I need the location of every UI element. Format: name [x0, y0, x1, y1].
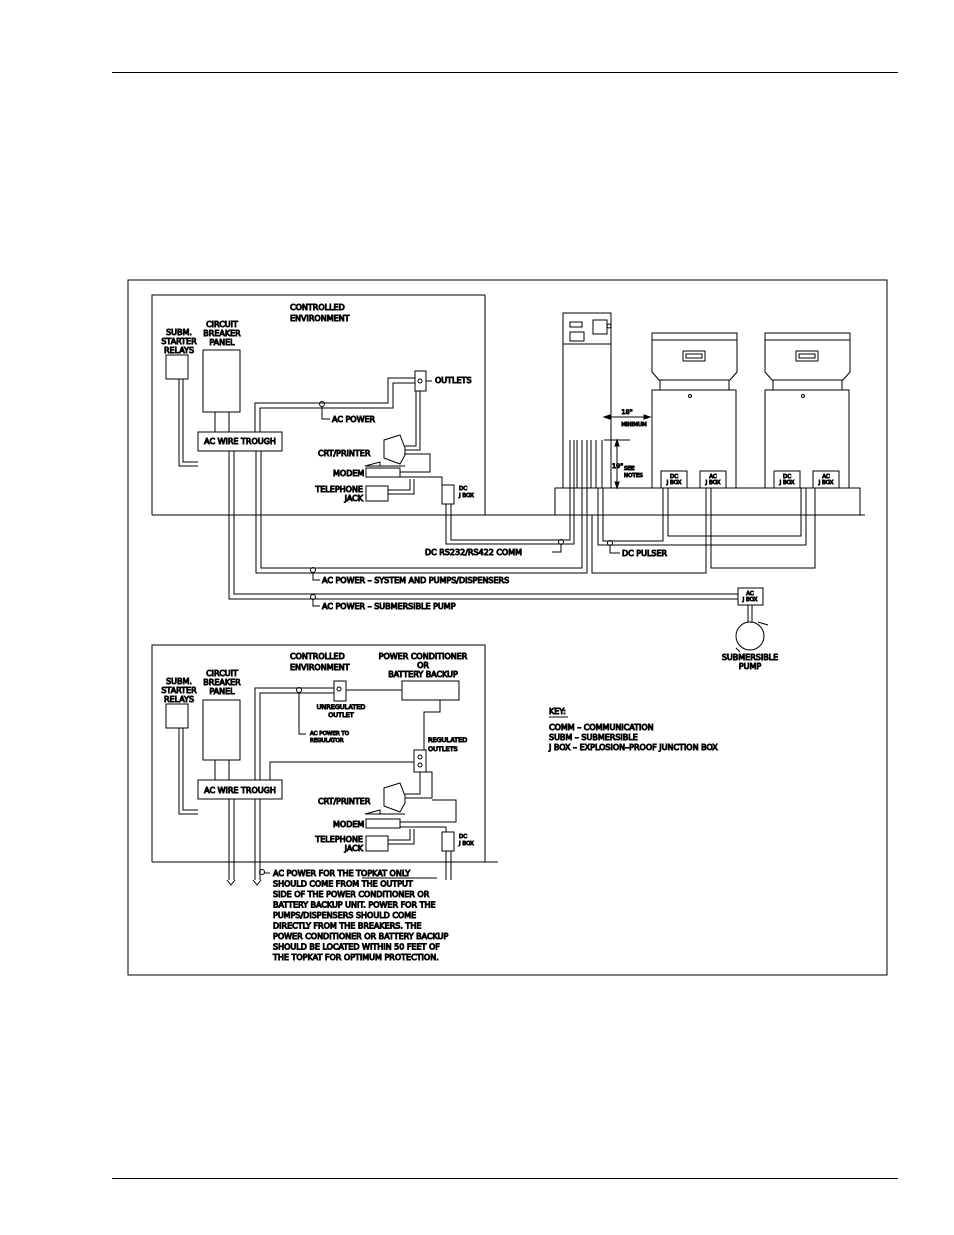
subm-starter-relays-box	[165, 354, 189, 380]
regulated-outlets-box	[413, 749, 427, 773]
key-items-line: SUBM – SUBMERSIBLE	[549, 733, 638, 742]
key-title: KEY:	[549, 707, 566, 716]
ac-wire-trough-box	[197, 431, 283, 452]
topkat-note-line: SHOULD BE LOCATED WITHIN 50 FEET OF	[273, 943, 440, 952]
ac-wire-trough-box-bottom	[197, 779, 283, 800]
unregulated-outlet-box	[333, 680, 347, 702]
ac-wire-trough-label: AC WIRE TROUGH	[204, 437, 276, 446]
topkat-note-line: SHOULD COME FROM THE OUTPUT	[273, 880, 413, 889]
power-conditioner-box	[401, 680, 460, 701]
modem-box	[365, 467, 401, 478]
dc-rs232-label: DC RS232/RS422 COMM	[425, 548, 522, 557]
crt-printer-icon-bottom	[383, 782, 406, 813]
dispenser-2	[764, 332, 851, 489]
topkat-note-line: PUMPS/DISPENSERS SHOULD COME	[273, 911, 416, 920]
svg-text:DCJ BOX: DCJ BOX	[666, 474, 682, 486]
dispenser-jbox-4	[812, 470, 840, 489]
dispenser-jbox-2	[699, 470, 727, 489]
dim-18-label: 18"	[621, 408, 632, 416]
ac-power-label: AC POWER	[332, 415, 376, 424]
topkat-note-line: THE TOPKAT FOR OPTIMUM PROTECTION.	[272, 953, 439, 962]
topkat-note-line: DIRECTLY FROM THE BREAKERS. THE	[273, 922, 421, 931]
modem-label: MODEM	[333, 469, 364, 478]
dispenser-jbox-1	[660, 470, 688, 489]
figure-frame	[127, 279, 888, 976]
circuit-breaker-panel-box	[202, 349, 241, 413]
header-rule	[112, 72, 898, 73]
svg-text:ACJ BOX: ACJ BOX	[705, 474, 721, 486]
crt-printer-label-bottom: CRT/PRINTER	[318, 797, 371, 806]
ac-power-sub-label: AC POWER – SUBMERSIBLE PUMP	[322, 602, 456, 611]
ac-jbox-box	[737, 587, 764, 606]
crt-printer-label: CRT/PRINTER	[318, 449, 371, 458]
dc-pulser-label: DC PULSER	[622, 549, 668, 558]
dispenser-jbox-3	[773, 470, 801, 489]
outlets-box	[414, 370, 427, 392]
telephone-jack-box	[365, 485, 389, 502]
svg-text:DCJ BOX: DCJ BOX	[779, 474, 795, 486]
dc-jbox-box	[441, 484, 455, 505]
controlled-environment-box-bottom	[151, 644, 486, 862]
dispenser-1	[651, 332, 738, 489]
dim-19-label: 19"	[612, 462, 623, 470]
submersible-pump-icon	[735, 621, 765, 651]
topkat-note-line: BATTERY BACKUP UNIT. POWER FOR THE	[273, 901, 436, 910]
crt-printer-icon	[383, 434, 406, 465]
key-items-line: COMM – COMMUNICATION	[549, 723, 654, 732]
topkat-note-line: SIDE OF THE POWER CONDITIONER OR	[273, 890, 430, 899]
topkat-note-line: POWER CONDITIONER OR BATTERY BACKUP	[273, 932, 448, 941]
ac-wire-trough-label-bottom: AC WIRE TROUGH	[204, 786, 276, 795]
minimum-label: MINIMUM	[621, 422, 647, 428]
footer-rule	[112, 1178, 898, 1179]
island-base	[554, 487, 861, 516]
modem-label-bottom: MODEM	[333, 820, 364, 829]
outlets-label: OUTLETS	[435, 376, 472, 385]
controlled-environment-box	[151, 294, 486, 515]
key-items-line: J BOX – EXPLOSION–PROOF JUNCTION BOX	[548, 743, 718, 752]
topkat-note: AC POWER FOR THE TOPKAT ONLY SHOULD COME …	[272, 869, 448, 962]
dc-jbox-box-bottom	[441, 831, 455, 852]
svg-text:ACJ BOX: ACJ BOX	[818, 474, 834, 486]
topkat-note-line: AC POWER FOR THE TOPKAT ONLY	[273, 869, 410, 878]
ac-power-system-label: AC POWER – SYSTEM AND PUMPS/DISPENSERS	[322, 576, 509, 585]
